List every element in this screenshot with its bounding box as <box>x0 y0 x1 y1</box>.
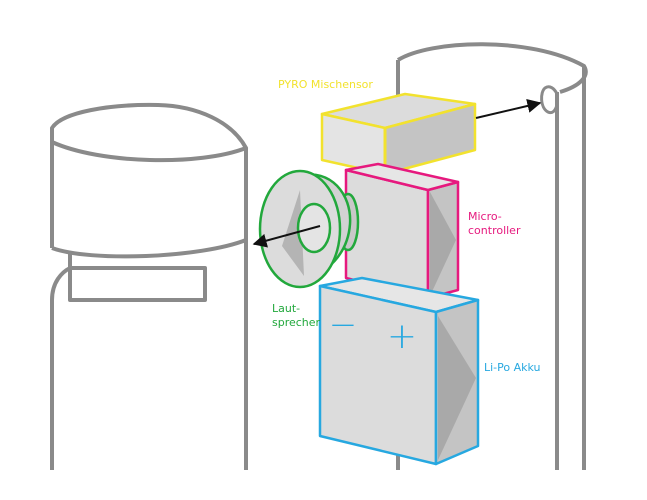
left-housing-slot <box>68 252 207 302</box>
label-pyro-sensor: PYRO Mischensor <box>278 78 373 91</box>
arrow-sensor-to-ring <box>475 99 542 119</box>
label-speaker-line2: sprecher <box>272 316 321 329</box>
right-housing-sensor-ring <box>540 85 560 115</box>
pyro-sensor <box>320 92 477 176</box>
microcontroller-top <box>344 162 460 192</box>
battery-shade <box>438 316 476 460</box>
battery-minus-symbol: − <box>329 305 358 345</box>
microcontroller-module <box>344 162 460 300</box>
arrow-speaker-to-slot <box>252 225 321 248</box>
battery-plus-symbol: + <box>387 316 417 357</box>
left-housing <box>50 102 248 470</box>
lipo-battery <box>318 276 480 466</box>
microcontroller-shade <box>430 192 456 296</box>
left-housing-slot-top <box>51 238 247 259</box>
left-housing-slot-lower <box>50 266 71 470</box>
left-housing-top-cap <box>50 102 248 163</box>
label-microcontroller-line2: controller <box>468 224 521 237</box>
label-microcontroller-line1: Micro- <box>468 210 502 223</box>
right-housing-top <box>396 42 588 94</box>
label-speaker-line1: Laut- <box>272 302 300 315</box>
label-battery: Li-Po Akku <box>484 361 541 374</box>
